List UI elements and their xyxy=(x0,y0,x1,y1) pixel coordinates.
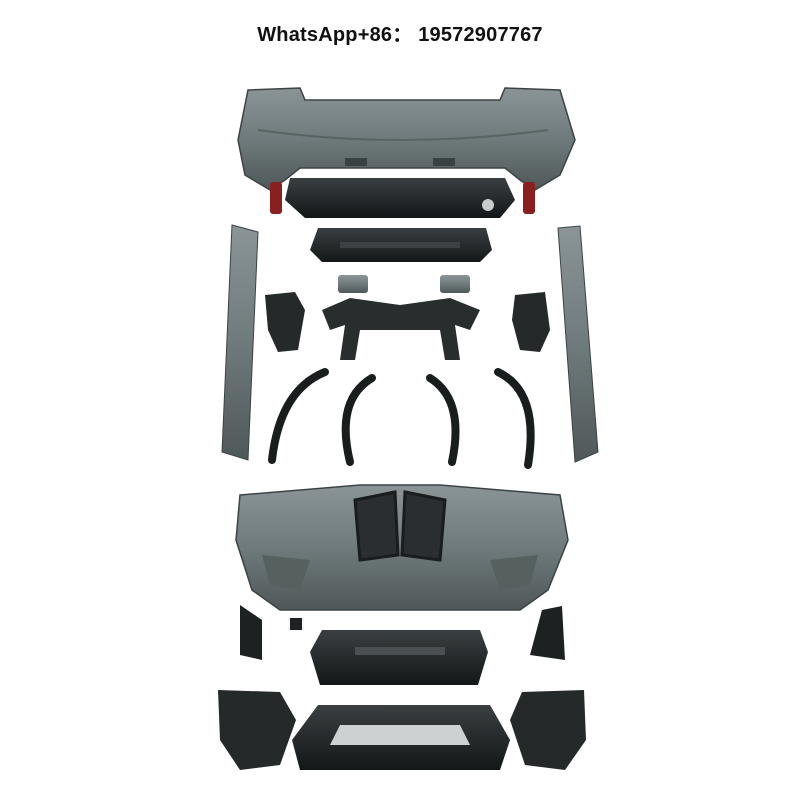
front-bracket-right xyxy=(510,690,586,770)
wheel-arch-right-outer xyxy=(494,368,535,469)
front-bracket-left xyxy=(218,690,296,770)
fog-grille-right xyxy=(530,606,565,660)
rear-bracket-center xyxy=(322,298,480,360)
wheel-arch-left-outer xyxy=(268,368,329,464)
front-bumper xyxy=(235,484,569,611)
wheel-arch-right-inner xyxy=(426,374,460,466)
side-skirt-left xyxy=(221,224,259,461)
bracket-left xyxy=(265,292,305,352)
front-lip-splitter xyxy=(292,705,510,770)
rear-valance xyxy=(310,228,492,262)
rear-bumper xyxy=(237,87,576,191)
bracket-right xyxy=(512,292,550,352)
whatsapp-contact-text: WhatsApp+86： 19572907767 xyxy=(257,24,543,46)
fog-grille-left xyxy=(240,605,302,660)
exhaust-tip-right xyxy=(440,275,470,293)
rear-diffuser xyxy=(270,178,535,218)
exhaust-tip-left xyxy=(338,275,368,293)
side-skirt-right xyxy=(557,225,599,463)
lower-grille xyxy=(310,630,488,685)
wheel-arch-left-inner xyxy=(341,374,376,466)
